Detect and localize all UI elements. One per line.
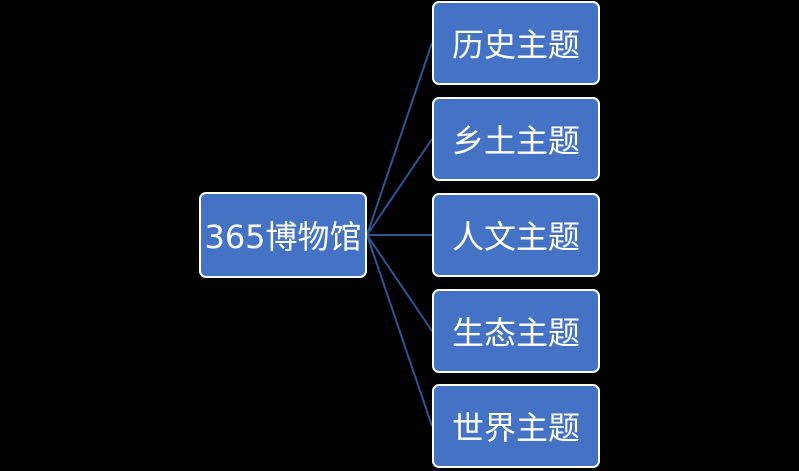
child-node-label: 生态主题 bbox=[451, 314, 580, 352]
root-node-label: 365博物馆 bbox=[204, 218, 362, 256]
child-node-label: 乡土主题 bbox=[451, 122, 580, 160]
child-node-world-theme: 世界主题 bbox=[432, 384, 600, 468]
connector-line-world bbox=[366, 234, 433, 427]
root-node-museum: 365博物馆 bbox=[199, 192, 367, 278]
child-node-history-theme: 历史主题 bbox=[432, 1, 600, 85]
child-node-ecology-theme: 生态主题 bbox=[432, 289, 600, 373]
child-node-label: 世界主题 bbox=[451, 409, 580, 447]
connector-line-ecology bbox=[366, 234, 433, 332]
connector-line-local bbox=[366, 138, 433, 236]
child-node-label: 历史主题 bbox=[451, 26, 580, 64]
connector-line-history bbox=[366, 42, 433, 236]
child-node-local-theme: 乡土主题 bbox=[432, 97, 600, 181]
child-node-label: 人文主题 bbox=[451, 218, 580, 256]
child-node-humanities-theme: 人文主题 bbox=[432, 193, 600, 277]
